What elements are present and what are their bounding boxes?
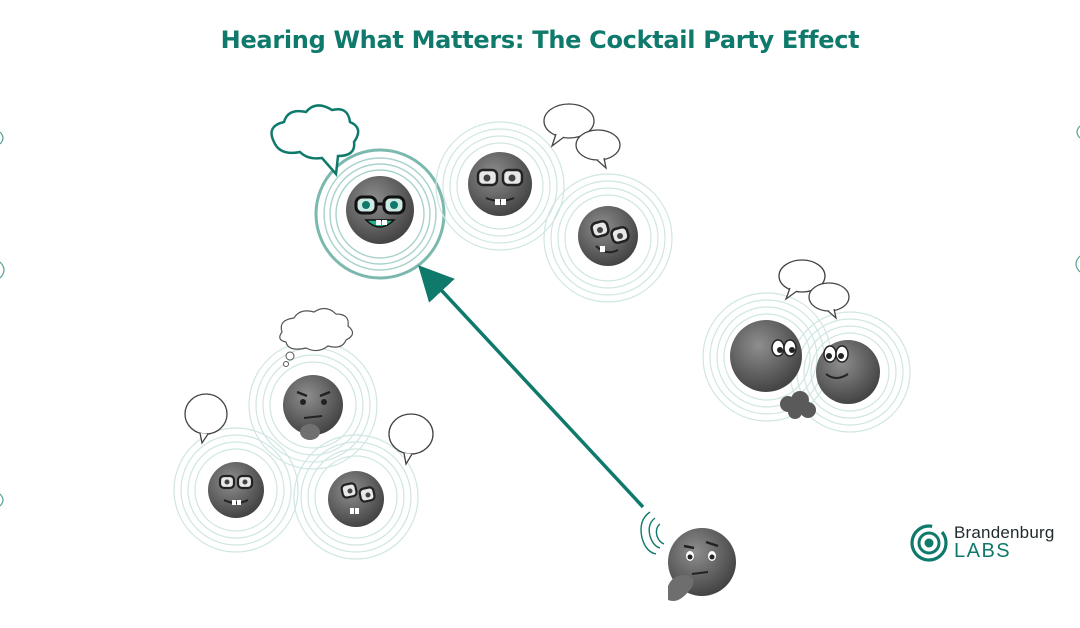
attention-arrow [418, 265, 645, 509]
thought-cloud-icon [279, 307, 354, 352]
sound-rings [314, 148, 446, 280]
speech-bubble-icon [184, 393, 434, 466]
left-group [173, 307, 434, 560]
thinking-face-icon [668, 528, 736, 601]
nerd-face-icon [208, 462, 264, 518]
thinking-face-icon [283, 375, 343, 440]
speech-bubble-icon [778, 259, 850, 320]
speech-bubble-icon [543, 103, 621, 170]
edge-glyph-icon [0, 261, 5, 279]
handshake-icon [780, 391, 816, 419]
nerd-face-icon [346, 176, 414, 244]
brand-name: Brandenburg [954, 523, 1055, 542]
face-icon [816, 340, 880, 404]
edge-glyph-icon [0, 493, 4, 507]
focused-group [270, 103, 673, 303]
edge-glyph-icon [1076, 125, 1080, 139]
sound-rings [435, 121, 673, 303]
nerd-face-icon [578, 206, 638, 266]
face-icon [730, 320, 802, 392]
edge-glyph-icon [0, 131, 4, 145]
sound-rings [173, 340, 419, 560]
right-pair [702, 259, 911, 433]
logo-mark-icon [910, 524, 948, 562]
nerd-face-icon [328, 471, 384, 527]
edge-glyphs [0, 125, 1080, 507]
thought-cloud-icon [270, 104, 360, 177]
nerd-face-icon [468, 152, 532, 216]
edge-glyph-icon [1075, 255, 1080, 273]
brand-suffix: LABS [954, 540, 1012, 562]
brandenburg-labs-logo: Brandenburg LABS [908, 521, 1068, 565]
page-title: Hearing What Matters: The Cocktail Party… [220, 26, 860, 54]
ear-sound-icon [640, 511, 665, 555]
